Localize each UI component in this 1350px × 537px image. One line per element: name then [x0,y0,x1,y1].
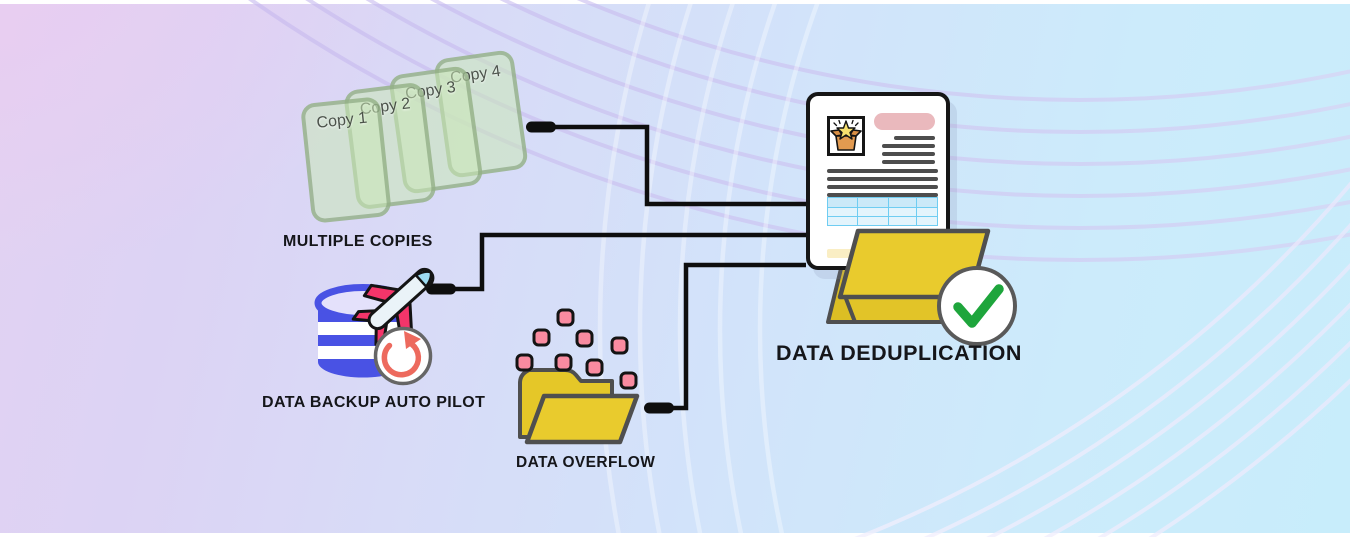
doc-text-line [882,152,935,156]
data-overflow-label: DATA OVERFLOW [516,454,656,471]
doc-text-line [882,144,935,148]
doc-highlight [827,249,858,258]
unboxing-image-icon [827,116,865,156]
doc-text-line [827,177,938,181]
connector-cap-icon [426,283,456,295]
data-backup-auto-pilot-label: DATA BACKUP AUTO PILOT [262,394,486,411]
doc-table [827,197,938,226]
connector-cap-icon [644,402,674,414]
document-icon [806,92,950,270]
connector-overflow-to-doc [670,262,806,411]
data-chunk-icon [515,308,638,390]
doc-text-line [827,185,938,189]
multiple-copies-label: MULTIPLE COPIES [283,233,433,250]
doc-text-line [827,193,938,197]
doc-text-line [882,160,935,164]
doc-text-line [827,169,938,173]
refresh-arrow-icon [373,326,433,386]
connector-caps [426,121,674,414]
copy-card-label: Copy 1 [315,109,368,132]
gradient-background [0,4,1350,533]
copy-card-1: Copy 1 [299,96,393,224]
open-folder-icon [518,368,640,445]
connector-backup-to-doc [452,232,806,292]
airplane-icon [351,267,435,346]
doc-text-line [896,229,938,233]
connector-cap-icon [526,121,556,133]
connector-lines [452,124,806,411]
data-deduplication-label: DATA DEDUPLICATION [776,341,1022,365]
doc-title-placeholder [874,113,935,130]
connector-copies-to-doc [552,124,806,207]
doc-text-line [894,136,935,140]
